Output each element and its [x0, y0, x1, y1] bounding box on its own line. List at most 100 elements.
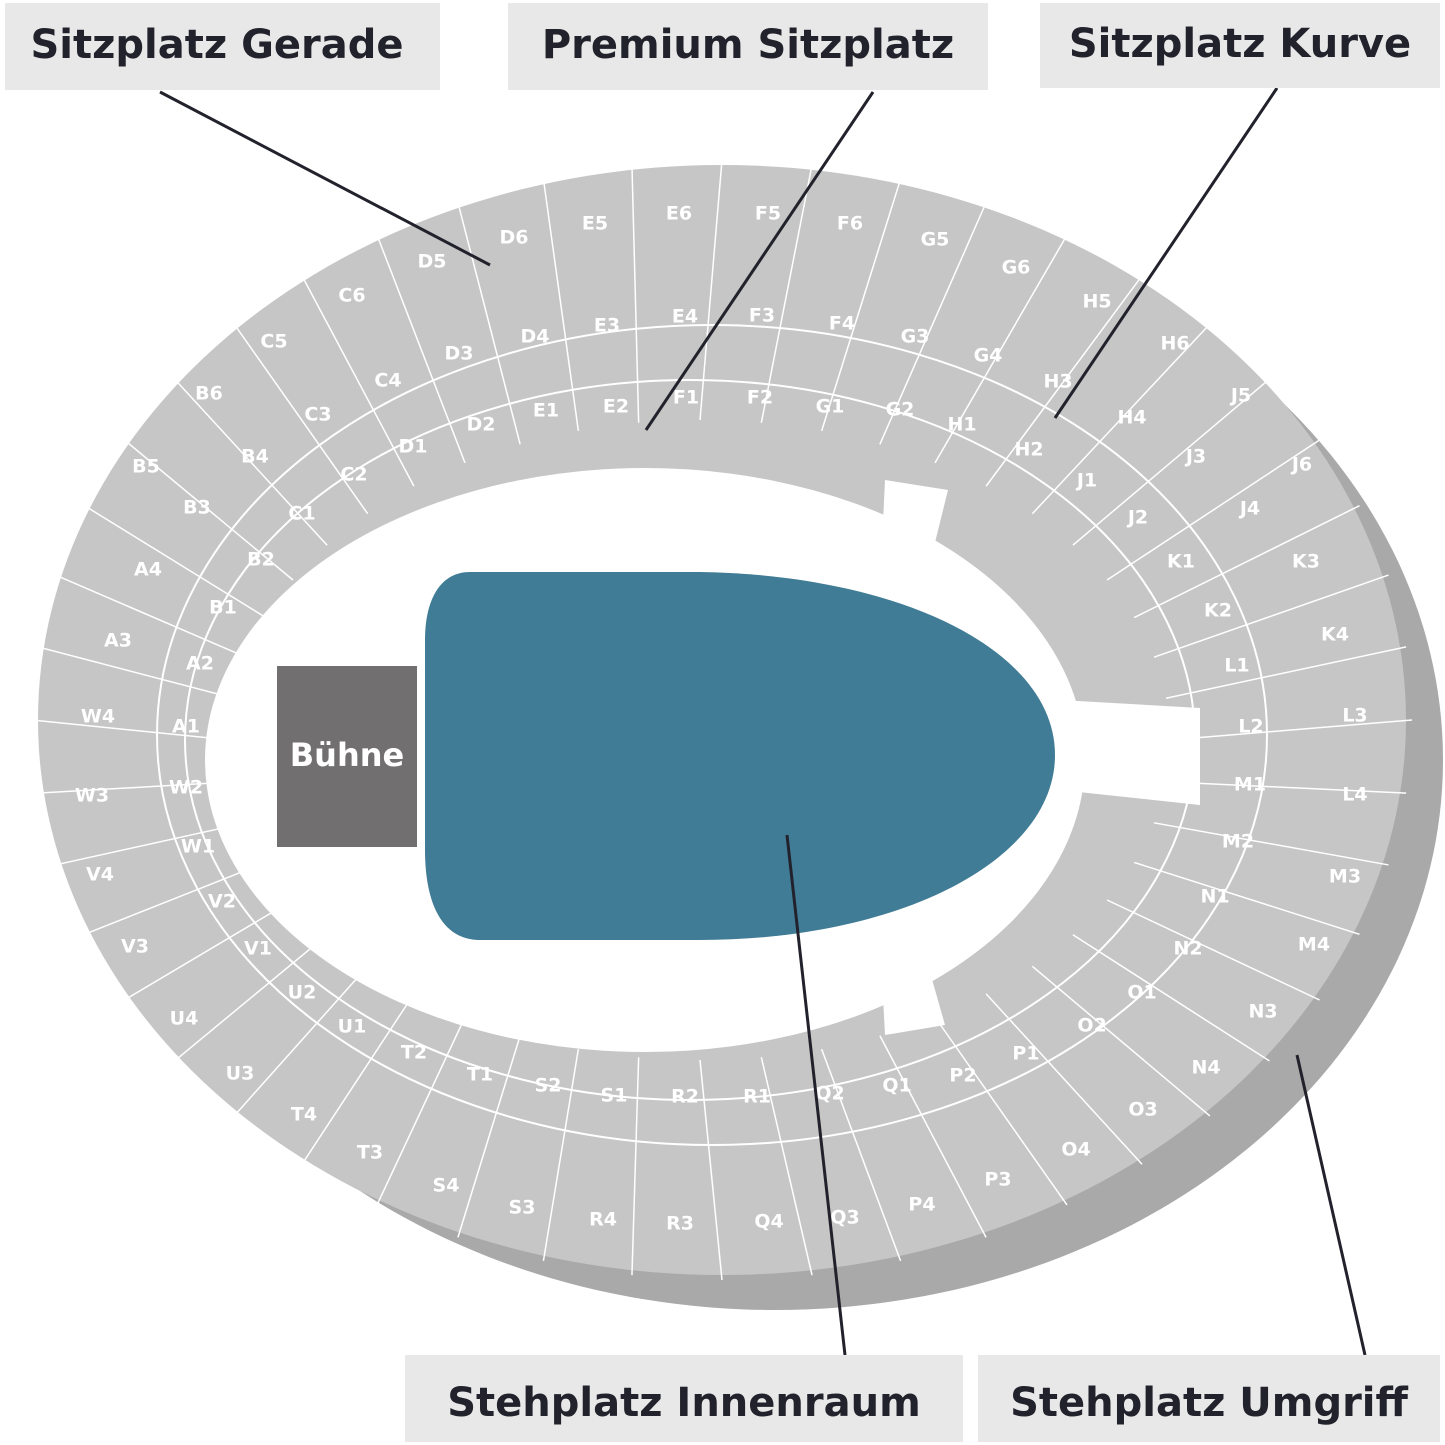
section-label-j6[interactable]: J6: [1290, 454, 1312, 476]
section-label-q1[interactable]: Q1: [882, 1075, 911, 1097]
section-label-q2[interactable]: Q2: [815, 1083, 844, 1105]
section-label-o1[interactable]: O1: [1127, 982, 1156, 1004]
section-label-h1[interactable]: H1: [947, 414, 976, 436]
section-label-d5[interactable]: D5: [418, 251, 447, 273]
section-label-f6[interactable]: F6: [837, 213, 863, 235]
section-label-v3[interactable]: V3: [121, 936, 149, 958]
section-label-j2[interactable]: J2: [1126, 507, 1148, 529]
section-label-r1[interactable]: R1: [743, 1086, 771, 1108]
section-label-t3[interactable]: T3: [357, 1142, 383, 1164]
section-label-v2[interactable]: V2: [208, 891, 236, 913]
section-label-u1[interactable]: U1: [338, 1016, 367, 1038]
section-label-v1[interactable]: V1: [244, 938, 272, 960]
section-label-u4[interactable]: U4: [170, 1008, 199, 1030]
section-label-p4[interactable]: P4: [908, 1194, 935, 1216]
section-label-k4[interactable]: K4: [1321, 624, 1349, 646]
section-label-h6[interactable]: H6: [1160, 333, 1189, 355]
section-label-r3[interactable]: R3: [666, 1213, 694, 1235]
section-label-l4[interactable]: L4: [1342, 784, 1367, 806]
section-label-c1[interactable]: C1: [288, 503, 315, 525]
section-label-r2[interactable]: R2: [671, 1086, 699, 1108]
section-label-q4[interactable]: Q4: [754, 1211, 783, 1233]
section-label-u3[interactable]: U3: [226, 1063, 255, 1085]
section-label-s1[interactable]: S1: [601, 1085, 628, 1107]
section-label-s2[interactable]: S2: [535, 1075, 562, 1097]
section-label-w3[interactable]: W3: [75, 785, 109, 807]
section-label-b1[interactable]: B1: [209, 597, 237, 619]
section-label-a4[interactable]: A4: [134, 559, 162, 581]
section-label-c5[interactable]: C5: [260, 331, 287, 353]
section-label-w2[interactable]: W2: [169, 777, 203, 799]
section-label-g2[interactable]: G2: [886, 399, 915, 421]
section-label-m4[interactable]: M4: [1298, 934, 1330, 956]
section-label-g3[interactable]: G3: [901, 326, 930, 348]
section-label-t1[interactable]: T1: [467, 1064, 493, 1086]
section-label-k3[interactable]: K3: [1292, 551, 1320, 573]
section-label-f1[interactable]: F1: [673, 387, 699, 409]
section-label-d4[interactable]: D4: [521, 326, 550, 348]
section-label-m2[interactable]: M2: [1222, 831, 1254, 853]
section-label-n4[interactable]: N4: [1191, 1057, 1220, 1079]
section-label-e5[interactable]: E5: [582, 213, 608, 235]
section-label-r4[interactable]: R4: [589, 1209, 617, 1231]
section-label-m3[interactable]: M3: [1329, 866, 1361, 888]
section-label-m1[interactable]: M1: [1234, 774, 1266, 796]
section-label-j3[interactable]: J3: [1184, 446, 1206, 468]
section-label-q3[interactable]: Q3: [830, 1207, 859, 1229]
section-label-b6[interactable]: B6: [195, 383, 223, 405]
section-label-l2[interactable]: L2: [1238, 716, 1263, 738]
section-label-p1[interactable]: P1: [1012, 1043, 1039, 1065]
section-label-b2[interactable]: B2: [247, 549, 275, 571]
section-label-d6[interactable]: D6: [500, 227, 529, 249]
section-label-j1[interactable]: J1: [1075, 470, 1097, 492]
section-label-e3[interactable]: E3: [594, 315, 620, 337]
section-label-t2[interactable]: T2: [401, 1042, 427, 1064]
section-label-n3[interactable]: N3: [1248, 1001, 1277, 1023]
section-label-w1[interactable]: W1: [181, 836, 215, 858]
section-label-g6[interactable]: G6: [1002, 257, 1031, 279]
section-label-s4[interactable]: S4: [433, 1175, 460, 1197]
section-label-c4[interactable]: C4: [374, 370, 401, 392]
section-label-e4[interactable]: E4: [672, 306, 698, 328]
section-label-o2[interactable]: O2: [1077, 1015, 1106, 1037]
section-label-l3[interactable]: L3: [1342, 705, 1367, 727]
section-label-f2[interactable]: F2: [747, 387, 773, 409]
section-label-o3[interactable]: O3: [1128, 1099, 1157, 1121]
section-label-t4[interactable]: T4: [291, 1104, 317, 1126]
section-label-n1[interactable]: N1: [1200, 886, 1229, 908]
section-label-a1[interactable]: A1: [172, 716, 200, 738]
section-label-e1[interactable]: E1: [533, 400, 559, 422]
section-label-c6[interactable]: C6: [338, 285, 365, 307]
section-label-u2[interactable]: U2: [288, 982, 317, 1004]
section-label-v4[interactable]: V4: [86, 864, 114, 886]
section-label-s3[interactable]: S3: [509, 1197, 536, 1219]
section-label-g4[interactable]: G4: [974, 345, 1003, 367]
section-label-c3[interactable]: C3: [304, 404, 331, 426]
section-label-d1[interactable]: D1: [399, 436, 428, 458]
section-label-j4[interactable]: J4: [1238, 498, 1260, 520]
section-label-p2[interactable]: P2: [949, 1065, 976, 1087]
section-label-h3[interactable]: H3: [1043, 371, 1072, 393]
stehplatz-innenraum-area[interactable]: [425, 572, 1055, 940]
section-label-j5[interactable]: J5: [1229, 385, 1251, 407]
section-label-e2[interactable]: E2: [603, 396, 629, 418]
section-label-h4[interactable]: H4: [1117, 407, 1146, 429]
section-label-d2[interactable]: D2: [467, 414, 496, 436]
section-label-b4[interactable]: B4: [241, 446, 269, 468]
section-label-b5[interactable]: B5: [132, 456, 160, 478]
section-label-a2[interactable]: A2: [186, 653, 214, 675]
section-label-f3[interactable]: F3: [749, 305, 775, 327]
section-label-f5[interactable]: F5: [755, 203, 781, 225]
section-label-b3[interactable]: B3: [183, 497, 211, 519]
section-label-l1[interactable]: L1: [1224, 655, 1249, 677]
section-label-h5[interactable]: H5: [1082, 291, 1111, 313]
section-label-k1[interactable]: K1: [1167, 551, 1195, 573]
section-label-g5[interactable]: G5: [921, 229, 950, 251]
section-label-g1[interactable]: G1: [816, 396, 845, 418]
section-label-h2[interactable]: H2: [1014, 439, 1043, 461]
section-label-d3[interactable]: D3: [445, 343, 474, 365]
section-label-o4[interactable]: O4: [1061, 1139, 1090, 1161]
section-label-w4[interactable]: W4: [81, 706, 115, 728]
section-label-k2[interactable]: K2: [1204, 600, 1232, 622]
section-label-e6[interactable]: E6: [666, 203, 692, 225]
